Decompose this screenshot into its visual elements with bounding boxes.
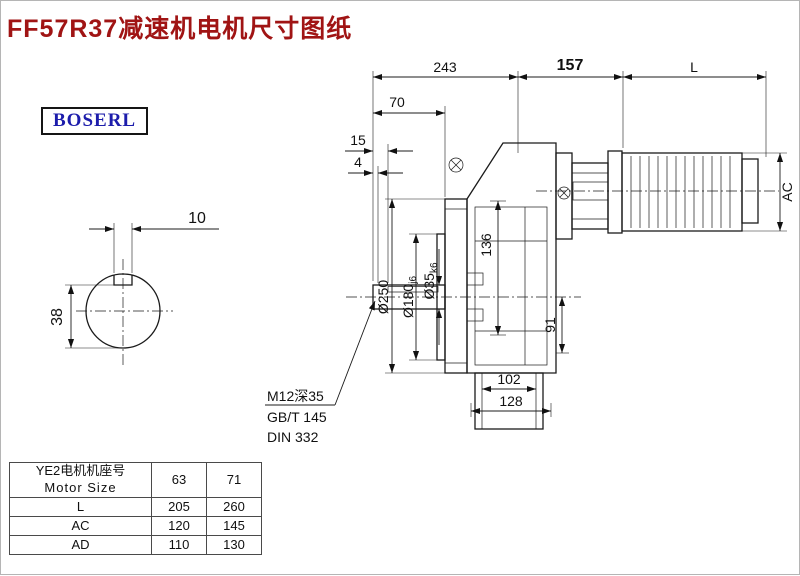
dim-diameter-35-value: Ø35 (421, 273, 437, 300)
table-header-motor-size: YE2电机机座号 Motor Size (9, 462, 152, 498)
shaft-cross-section-view (65, 223, 219, 349)
motor-outline (555, 150, 759, 240)
dim-4: 4 (354, 154, 362, 170)
table-header-en: Motor Size (44, 479, 117, 495)
row-value: 145 (206, 515, 262, 536)
dim-157: 157 (557, 57, 584, 74)
gearbox-outline (372, 142, 571, 430)
dim-38: 38 (49, 308, 66, 326)
dimension-lines (265, 71, 787, 417)
bolt-symbol-icon (448, 157, 464, 173)
row-value: 260 (206, 496, 262, 517)
note-thread-spec: M12深35 (267, 388, 324, 404)
table-header-zh: YE2电机机座号 (35, 463, 126, 478)
dim-diameter-180: Ø180j6 (400, 276, 419, 318)
dim-15: 15 (350, 132, 366, 148)
boserl-logo: BOSERL (41, 107, 149, 135)
dim-136: 136 (478, 233, 494, 257)
table-header-row: YE2电机机座号 Motor Size 63 71 (9, 462, 262, 498)
dim-102: 102 (497, 371, 521, 387)
page-title: FF57R37减速机电机尺寸图纸 (7, 15, 353, 43)
table-row-L: L 205 260 (9, 496, 262, 517)
table-size-71: 71 (206, 462, 262, 498)
dim-diameter-180-tolerance: j6 (408, 276, 419, 285)
dim-L: L (690, 59, 698, 75)
table-row-AD: AD 110 130 (9, 534, 262, 555)
dim-diameter-35-tolerance: k6 (429, 262, 440, 273)
dim-128: 128 (499, 393, 523, 409)
row-value: 110 (151, 534, 207, 555)
bolt-symbol-icon (557, 186, 571, 200)
table-size-63: 63 (151, 462, 207, 498)
row-label: L (9, 496, 152, 517)
dim-AC: AC (779, 182, 795, 201)
dim-70: 70 (389, 94, 405, 110)
dim-diameter-180-value: Ø180 (400, 284, 416, 318)
row-label: AC (9, 515, 152, 536)
row-value: 130 (206, 534, 262, 555)
centerlines (76, 190, 779, 366)
dim-diameter-35: Ø35k6 (421, 262, 440, 299)
motor-size-table: YE2电机机座号 Motor Size 63 71 L 205 260 AC 1… (9, 462, 262, 555)
dim-91: 91 (542, 317, 558, 333)
row-value: 120 (151, 515, 207, 536)
dim-243: 243 (433, 59, 457, 75)
row-value: 205 (151, 496, 207, 517)
row-label: AD (9, 534, 152, 555)
note-standard-din: DIN 332 (267, 429, 319, 445)
note-standard-gb: GB/T 145 (267, 409, 327, 425)
dim-diameter-250: Ø250 (375, 280, 391, 314)
table-row-AC: AC 120 145 (9, 515, 262, 536)
dim-10: 10 (188, 210, 206, 227)
